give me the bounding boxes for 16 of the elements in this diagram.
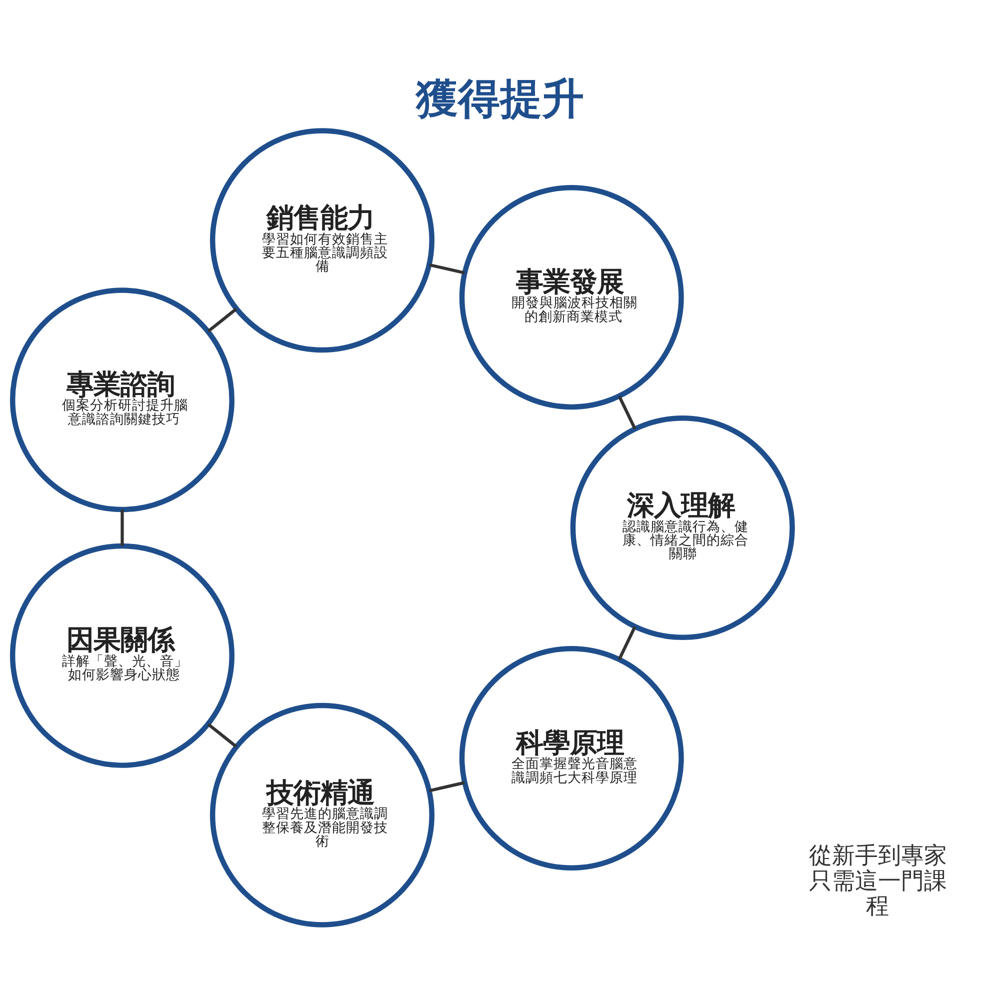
node-circle: 事業發展 開發與腦波科技相關的創新商業模式 [459,184,684,410]
diagram-title: 獲得提升 [416,73,584,122]
label: 從新手到專家只需這一門課程 [809,842,948,919]
connector [207,722,238,748]
node-circle: 銷售能力 學習如何有效銷售主要五種腦意識調頻設備 [210,128,434,352]
node-circle: 科學原理 全面掌握聲光音腦意識調頻七大科學原理 [459,646,684,870]
node-circle: 深入理解 認識腦意識行為、健康、情緒之間的綜合關聯 [570,415,795,640]
node-circle: 專業諮詢 個案分析研討提升腦意識諮詢關鍵技巧 [10,287,234,512]
node-circle: 技術精通 學習先進的腦意識調整保養及潛能開發技術 [210,702,434,927]
connector [120,509,124,546]
connector [429,780,465,792]
connector [618,626,636,660]
node-circle: 因果關係 詳解「聲、光、音」如何影響身心狀態 [10,542,234,768]
connector [429,262,465,274]
connector [618,395,636,429]
connector [207,307,238,332]
